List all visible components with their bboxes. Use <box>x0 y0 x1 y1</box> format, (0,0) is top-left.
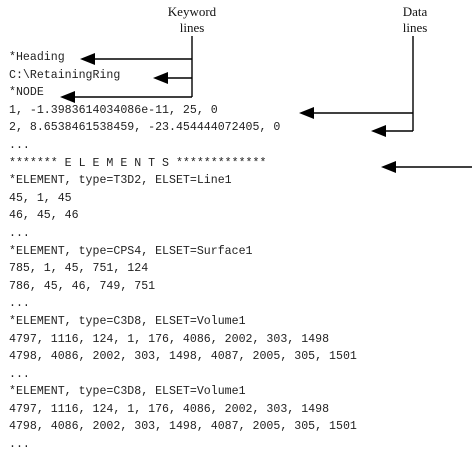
code-line-ellipsis: ... <box>9 297 30 311</box>
code-line-element-keyword-surface1: *ELEMENT, type=CPS4, ELSET=Surface1 <box>9 244 253 258</box>
code-line-element-keyword-line1: *ELEMENT, type=T3D2, ELSET=Line1 <box>9 174 232 188</box>
code-line-ellipsis: ... <box>9 438 30 452</box>
data-lines-label-line-2: lines <box>402 20 428 35</box>
code-line-node-keyword: *NODE <box>9 86 44 100</box>
code-line-node-1: 1, -1.3983614034086e-11, 25, 0 <box>9 103 218 117</box>
code-line-element-row: 45, 1, 45 <box>9 191 72 205</box>
keyword-lines-label-line-2: lines <box>179 20 205 35</box>
code-line-element-row: 785, 1, 45, 751, 124 <box>9 262 149 276</box>
data-lines-label-line-1: Data <box>402 4 428 19</box>
keyword-lines-label-line-1: Keyword <box>167 4 217 19</box>
code-line-element-keyword-volume1: *ELEMENT, type=C3D8, ELSET=Volume1 <box>9 314 246 328</box>
code-line-element-keyword-volume1: *ELEMENT, type=C3D8, ELSET=Volume1 <box>9 385 246 399</box>
data-lines-label: Data lines <box>383 4 447 36</box>
data-arrow-node-2-head <box>371 125 386 137</box>
code-line-heading-text: C:\RetainingRing <box>9 68 121 82</box>
code-line-element-row: 46, 45, 46 <box>9 209 79 223</box>
elements-arrow-head <box>381 161 396 173</box>
code-line-heading-keyword: *Heading <box>9 51 65 64</box>
abaqus-input-listing: *Heading C:\RetainingRing *NODE 1, -1.39… <box>9 49 357 454</box>
code-line-node-2: 2, 8.6538461538459, -23.454444072405, 0 <box>9 121 281 135</box>
code-line-element-row: 4797, 1116, 124, 1, 176, 4086, 2002, 303… <box>9 332 330 346</box>
code-line-ellipsis: ... <box>9 138 30 152</box>
code-line-element-row: 4797, 1116, 124, 1, 176, 4086, 2002, 303… <box>9 402 330 416</box>
code-line-elements-separator: ******* E L E M E N T S ************* <box>9 156 267 170</box>
code-line-element-row: 786, 45, 46, 749, 751 <box>9 279 156 293</box>
code-line-ellipsis: ... <box>9 226 30 240</box>
code-line-element-row: 4798, 4086, 2002, 303, 1498, 4087, 2005,… <box>9 350 357 364</box>
code-line-element-row: 4798, 4086, 2002, 303, 1498, 4087, 2005,… <box>9 420 357 434</box>
keyword-lines-label: Keyword lines <box>150 4 234 36</box>
code-line-ellipsis: ... <box>9 367 30 381</box>
